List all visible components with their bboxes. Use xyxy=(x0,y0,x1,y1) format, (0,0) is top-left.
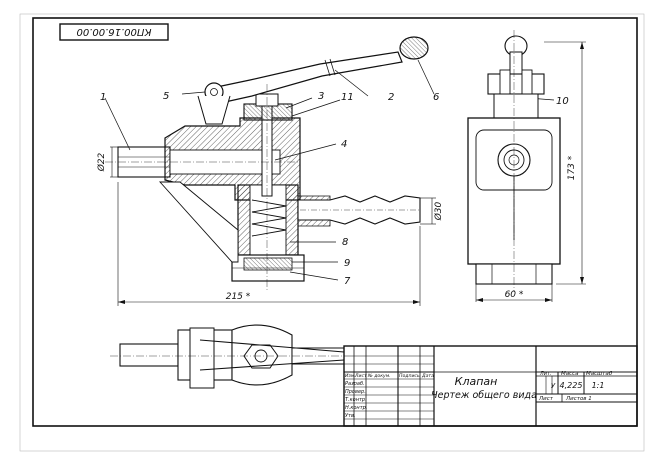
hdr-podp: Подпись xyxy=(399,373,420,379)
col-lit: Лит. xyxy=(539,371,552,377)
sheet-label: Лист xyxy=(538,396,554,402)
side-view-dimensions: 173 * 60 * xyxy=(475,41,586,302)
top-view xyxy=(110,324,345,389)
valve-spring xyxy=(251,199,287,237)
designation-stamp: КП00.16.00.00 xyxy=(59,23,169,41)
callout-10: 10 xyxy=(556,96,569,107)
title-subtitle: Чертеж общего вида xyxy=(431,390,537,401)
callout-7: 7 xyxy=(344,276,351,287)
side-view xyxy=(467,30,561,292)
front-view-dimensions: Ø22 Ø30 215 * xyxy=(96,146,444,306)
lever-knob xyxy=(399,36,429,60)
role-utv: Утв. xyxy=(345,413,356,419)
dim-60: 60 * xyxy=(505,290,524,300)
hdr-data: Дата xyxy=(421,373,434,379)
role-prov: Провер. xyxy=(345,389,366,395)
callout-9: 9 xyxy=(344,258,350,269)
hdr-izm: Изм. xyxy=(345,373,356,379)
hdr-list: Лист xyxy=(354,373,367,379)
dim-215: 215 * xyxy=(226,292,251,302)
title-name: Клапан xyxy=(455,375,498,388)
role-nkontr: Н.контр. xyxy=(345,405,367,411)
callout-4: 4 xyxy=(341,139,347,150)
lever-handle xyxy=(211,51,403,105)
lit-value: У xyxy=(551,382,556,390)
callout-3: 3 xyxy=(318,91,324,102)
dim-173: 173 * xyxy=(567,155,577,180)
designation-text: КП00.16.00.00 xyxy=(76,26,151,37)
callout-8: 8 xyxy=(342,237,348,248)
col-mass: Масса xyxy=(561,371,579,377)
role-tkontr: Т.контр. xyxy=(345,397,367,403)
col-scale: Масштаб xyxy=(586,371,613,377)
title-block: Изм. Лист № докум. Подпись Дата Разраб. … xyxy=(343,345,638,427)
hdr-ndok: № докум. xyxy=(367,373,391,379)
front-view-section xyxy=(105,36,429,292)
body-rib xyxy=(158,181,239,263)
callout-5: 5 xyxy=(163,91,169,102)
sheets-label: Листов 1 xyxy=(565,396,592,402)
callout-11: 11 xyxy=(341,92,354,103)
callout-6: 6 xyxy=(433,92,439,103)
sheet-frame xyxy=(19,13,645,452)
callouts: 1 2 3 4 5 6 7 8 9 10 11 xyxy=(100,59,569,287)
callout-1: 1 xyxy=(100,92,106,103)
mass-value: 4,225 xyxy=(560,381,583,390)
callout-2: 2 xyxy=(388,92,394,103)
role-razrab: Разраб. xyxy=(345,381,365,387)
dim-d30: Ø30 xyxy=(433,201,444,221)
dim-d22: Ø22 xyxy=(96,152,107,172)
scale-value: 1:1 xyxy=(592,381,605,390)
